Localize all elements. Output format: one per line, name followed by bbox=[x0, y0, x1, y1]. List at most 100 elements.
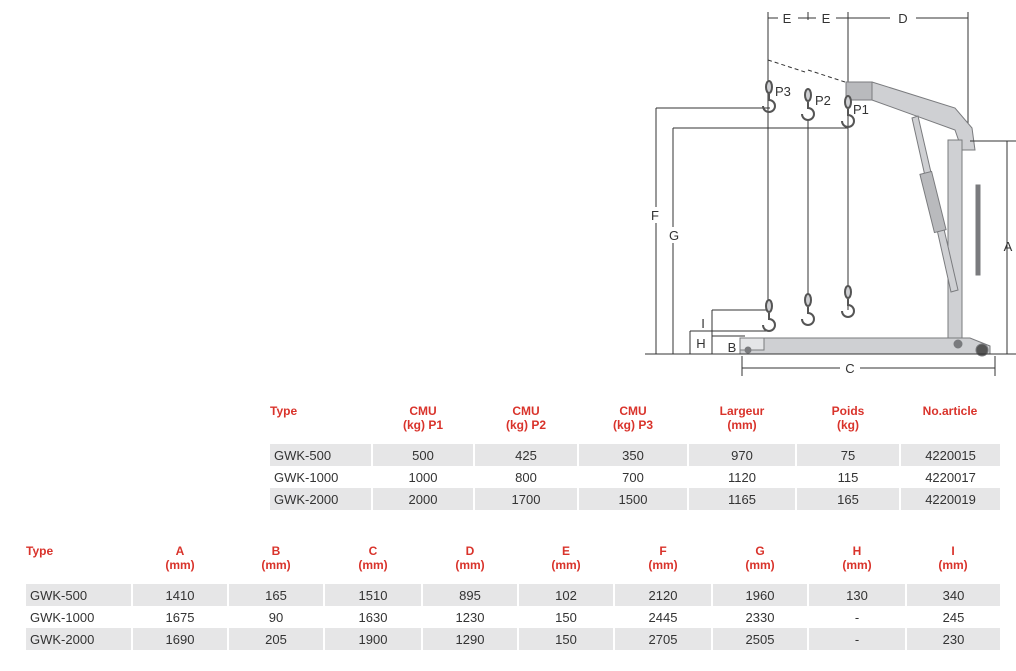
dims-header-cell: H(mm) bbox=[808, 544, 906, 584]
dimension-c bbox=[741, 356, 996, 376]
dims-cell: GWK-500 bbox=[26, 584, 133, 606]
hook-icons-lower bbox=[762, 285, 855, 332]
dims-header-title: B bbox=[271, 544, 281, 558]
dims-header-unit: (mm) bbox=[938, 558, 968, 572]
dims-cell: 165 bbox=[228, 584, 325, 606]
dims-cell: 102 bbox=[518, 584, 615, 606]
specs-cell: 4220015 bbox=[900, 444, 1000, 466]
label-a: A bbox=[1004, 239, 1013, 254]
dims-header-cell: G(mm) bbox=[712, 544, 808, 584]
specs-header-title: CMU bbox=[409, 404, 437, 418]
dims-header-title: F bbox=[659, 544, 667, 558]
dims-header-unit: (mm) bbox=[745, 558, 775, 572]
dims-cell: 90 bbox=[228, 606, 325, 628]
crane-boom bbox=[739, 81, 991, 357]
specs-cell: 700 bbox=[578, 466, 689, 488]
specs-header-cell: Largeur(mm) bbox=[688, 404, 796, 444]
specs-cell: 1120 bbox=[688, 466, 797, 488]
dims-header-unit: (mm) bbox=[358, 558, 388, 572]
specs-header-unit: (kg) P1 bbox=[402, 418, 443, 432]
dims-cell: 2330 bbox=[712, 606, 809, 628]
specs-header-title: CMU bbox=[512, 404, 540, 418]
specs-cell: 350 bbox=[578, 444, 689, 466]
dims-header-title: H bbox=[852, 544, 862, 558]
dims-header-title: G bbox=[755, 544, 765, 558]
label-i: I bbox=[701, 316, 705, 331]
dims-cell: 2445 bbox=[614, 606, 713, 628]
dims-cell: 130 bbox=[808, 584, 907, 606]
dims-cell: 230 bbox=[906, 628, 1000, 650]
label-d: D bbox=[898, 11, 907, 26]
label-p1: P1 bbox=[853, 102, 869, 117]
hook-icons-upper bbox=[762, 80, 855, 128]
dims-header-unit: (mm) bbox=[261, 558, 291, 572]
specs-header-unit: (kg) P3 bbox=[612, 418, 653, 432]
dims-cell: 340 bbox=[906, 584, 1000, 606]
specs-header-title: Largeur bbox=[719, 404, 765, 418]
hook-chains bbox=[767, 112, 849, 306]
specs-header-cell: Type bbox=[270, 404, 372, 444]
dims-cell: 205 bbox=[228, 628, 325, 650]
label-p2: P2 bbox=[815, 93, 831, 108]
specs-header-title: CMU bbox=[619, 404, 647, 418]
dims-cell: 1290 bbox=[422, 628, 519, 650]
dims-header-cell: D(mm) bbox=[422, 544, 518, 584]
dims-header-unit: (mm) bbox=[455, 558, 485, 572]
dims-cell: 1630 bbox=[324, 606, 423, 628]
specs-cell: 1000 bbox=[372, 466, 475, 488]
dims-header-cell: C(mm) bbox=[324, 544, 422, 584]
label-p3: P3 bbox=[775, 84, 791, 99]
label-e2: E bbox=[822, 11, 831, 26]
specs-header-cell: Poids(kg) bbox=[796, 404, 900, 444]
specs-cell: 425 bbox=[474, 444, 579, 466]
dims-cell: - bbox=[808, 606, 907, 628]
dims-cell: 2505 bbox=[712, 628, 809, 650]
dimension-h-i bbox=[689, 309, 770, 354]
specs-header-title: No.article bbox=[922, 404, 978, 418]
dims-cell: 1410 bbox=[132, 584, 229, 606]
label-b: B bbox=[728, 340, 737, 355]
dims-header-cell: I(mm) bbox=[906, 544, 1000, 584]
specs-header-title: Type bbox=[270, 404, 298, 418]
specs-cell: 1700 bbox=[474, 488, 579, 510]
dims-cell: 150 bbox=[518, 606, 615, 628]
dims-header-unit: (mm) bbox=[551, 558, 581, 572]
specs-cell: 115 bbox=[796, 466, 901, 488]
dims-cell: GWK-2000 bbox=[26, 628, 133, 650]
specs-header-cell: CMU(kg) P3 bbox=[578, 404, 688, 444]
specs-cell: GWK-1000 bbox=[270, 466, 373, 488]
specs-cell: 165 bbox=[796, 488, 901, 510]
dims-header-cell: E(mm) bbox=[518, 544, 614, 584]
dimension-a bbox=[970, 140, 1016, 354]
dims-cell: 150 bbox=[518, 628, 615, 650]
dims-header-title: Type bbox=[26, 544, 54, 558]
dims-cell: 1230 bbox=[422, 606, 519, 628]
dims-header-title: A bbox=[175, 544, 185, 558]
specs-cell: 1500 bbox=[578, 488, 689, 510]
dims-cell: 1900 bbox=[324, 628, 423, 650]
specs-header-unit: (kg) P2 bbox=[505, 418, 546, 432]
dims-cell: 895 bbox=[422, 584, 519, 606]
dims-cell: 1690 bbox=[132, 628, 229, 650]
specs-cell: 2000 bbox=[372, 488, 475, 510]
specs-header-unit: (mm) bbox=[727, 418, 757, 432]
specs-cell: 4220019 bbox=[900, 488, 1000, 510]
boom-extension-dashes bbox=[767, 59, 846, 83]
dims-header-unit: (mm) bbox=[648, 558, 678, 572]
dims-cell: GWK-1000 bbox=[26, 606, 133, 628]
label-f: F bbox=[651, 208, 659, 223]
specs-header-unit: (kg) bbox=[837, 418, 859, 432]
dims-cell: 2120 bbox=[614, 584, 713, 606]
label-e1: E bbox=[783, 11, 792, 26]
dims-header-cell: Type bbox=[26, 544, 132, 584]
specs-cell: GWK-2000 bbox=[270, 488, 373, 510]
dims-cell: - bbox=[808, 628, 907, 650]
specs-cell: 4220017 bbox=[925, 469, 976, 485]
dims-header-cell: A(mm) bbox=[132, 544, 228, 584]
